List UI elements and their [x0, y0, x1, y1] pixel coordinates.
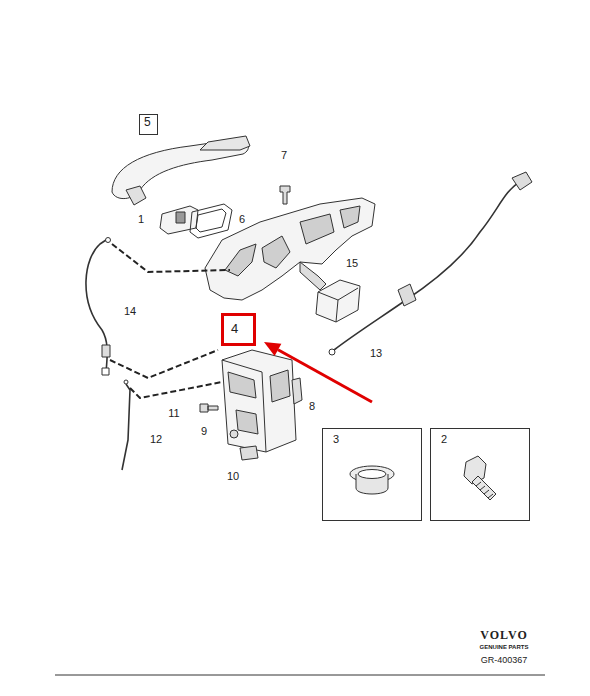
callout-number: 4: [231, 322, 253, 336]
key-cap-detail: [176, 212, 185, 223]
lock-rod: [122, 384, 130, 470]
callout-number: 1: [138, 214, 144, 225]
cover: [316, 280, 360, 322]
callout-number: 6: [239, 214, 245, 225]
handle-grip: [200, 136, 250, 150]
pointer-arrowhead: [264, 342, 281, 356]
carrier-detail: [225, 206, 360, 276]
callout-box: 5: [139, 114, 158, 135]
cable-end: [106, 238, 111, 243]
door-lock: [222, 350, 296, 452]
screw: [280, 186, 290, 204]
screw: [200, 404, 218, 412]
key-cap: [160, 206, 198, 234]
callout-number: 10: [227, 471, 239, 482]
lock-detail: [228, 370, 290, 434]
gasket: [190, 204, 232, 238]
callout-number: 14: [124, 306, 136, 317]
callout-number: 15: [346, 258, 358, 269]
callout-number: 2: [441, 433, 529, 445]
callout-number: 11: [168, 408, 179, 419]
highlight-box: 4: [221, 313, 256, 346]
brand-logo: VOLVO: [480, 629, 527, 641]
callout-number: 12: [150, 434, 162, 445]
cable-end: [329, 349, 335, 355]
pointer-arrow: [278, 350, 372, 402]
footer-rule: [55, 675, 545, 676]
handle-lever: [126, 186, 146, 205]
callout-number: 13: [370, 348, 382, 359]
lock-pin: [230, 430, 238, 438]
drawing-number: GR-400367: [481, 656, 528, 665]
carrier-arm: [300, 262, 326, 290]
callout-number: 3: [333, 433, 421, 445]
bolt-shank: [472, 476, 496, 500]
callout-number: 7: [281, 150, 287, 161]
gasket-inner: [196, 209, 226, 232]
rod-end: [124, 380, 128, 384]
lock-switch: [240, 446, 258, 460]
brand-subtitle: GENUINE PARTS: [480, 644, 529, 650]
lock-bracket: [292, 378, 302, 404]
callout-number: 5: [144, 116, 157, 129]
bolt-thread: [476, 482, 493, 498]
cable-clip: [398, 284, 416, 306]
callout-number: 9: [201, 426, 207, 437]
dashed-guide: [110, 244, 230, 398]
inset-box: 3: [322, 428, 422, 521]
callout-number: 8: [309, 401, 315, 412]
cable-clip: [102, 345, 110, 357]
cable: [334, 182, 520, 350]
cover-edge: [318, 288, 358, 322]
plug-rim: [358, 470, 386, 479]
cable-end: [102, 368, 109, 375]
inset-box: 2: [430, 428, 530, 521]
cable-end: [512, 172, 532, 190]
